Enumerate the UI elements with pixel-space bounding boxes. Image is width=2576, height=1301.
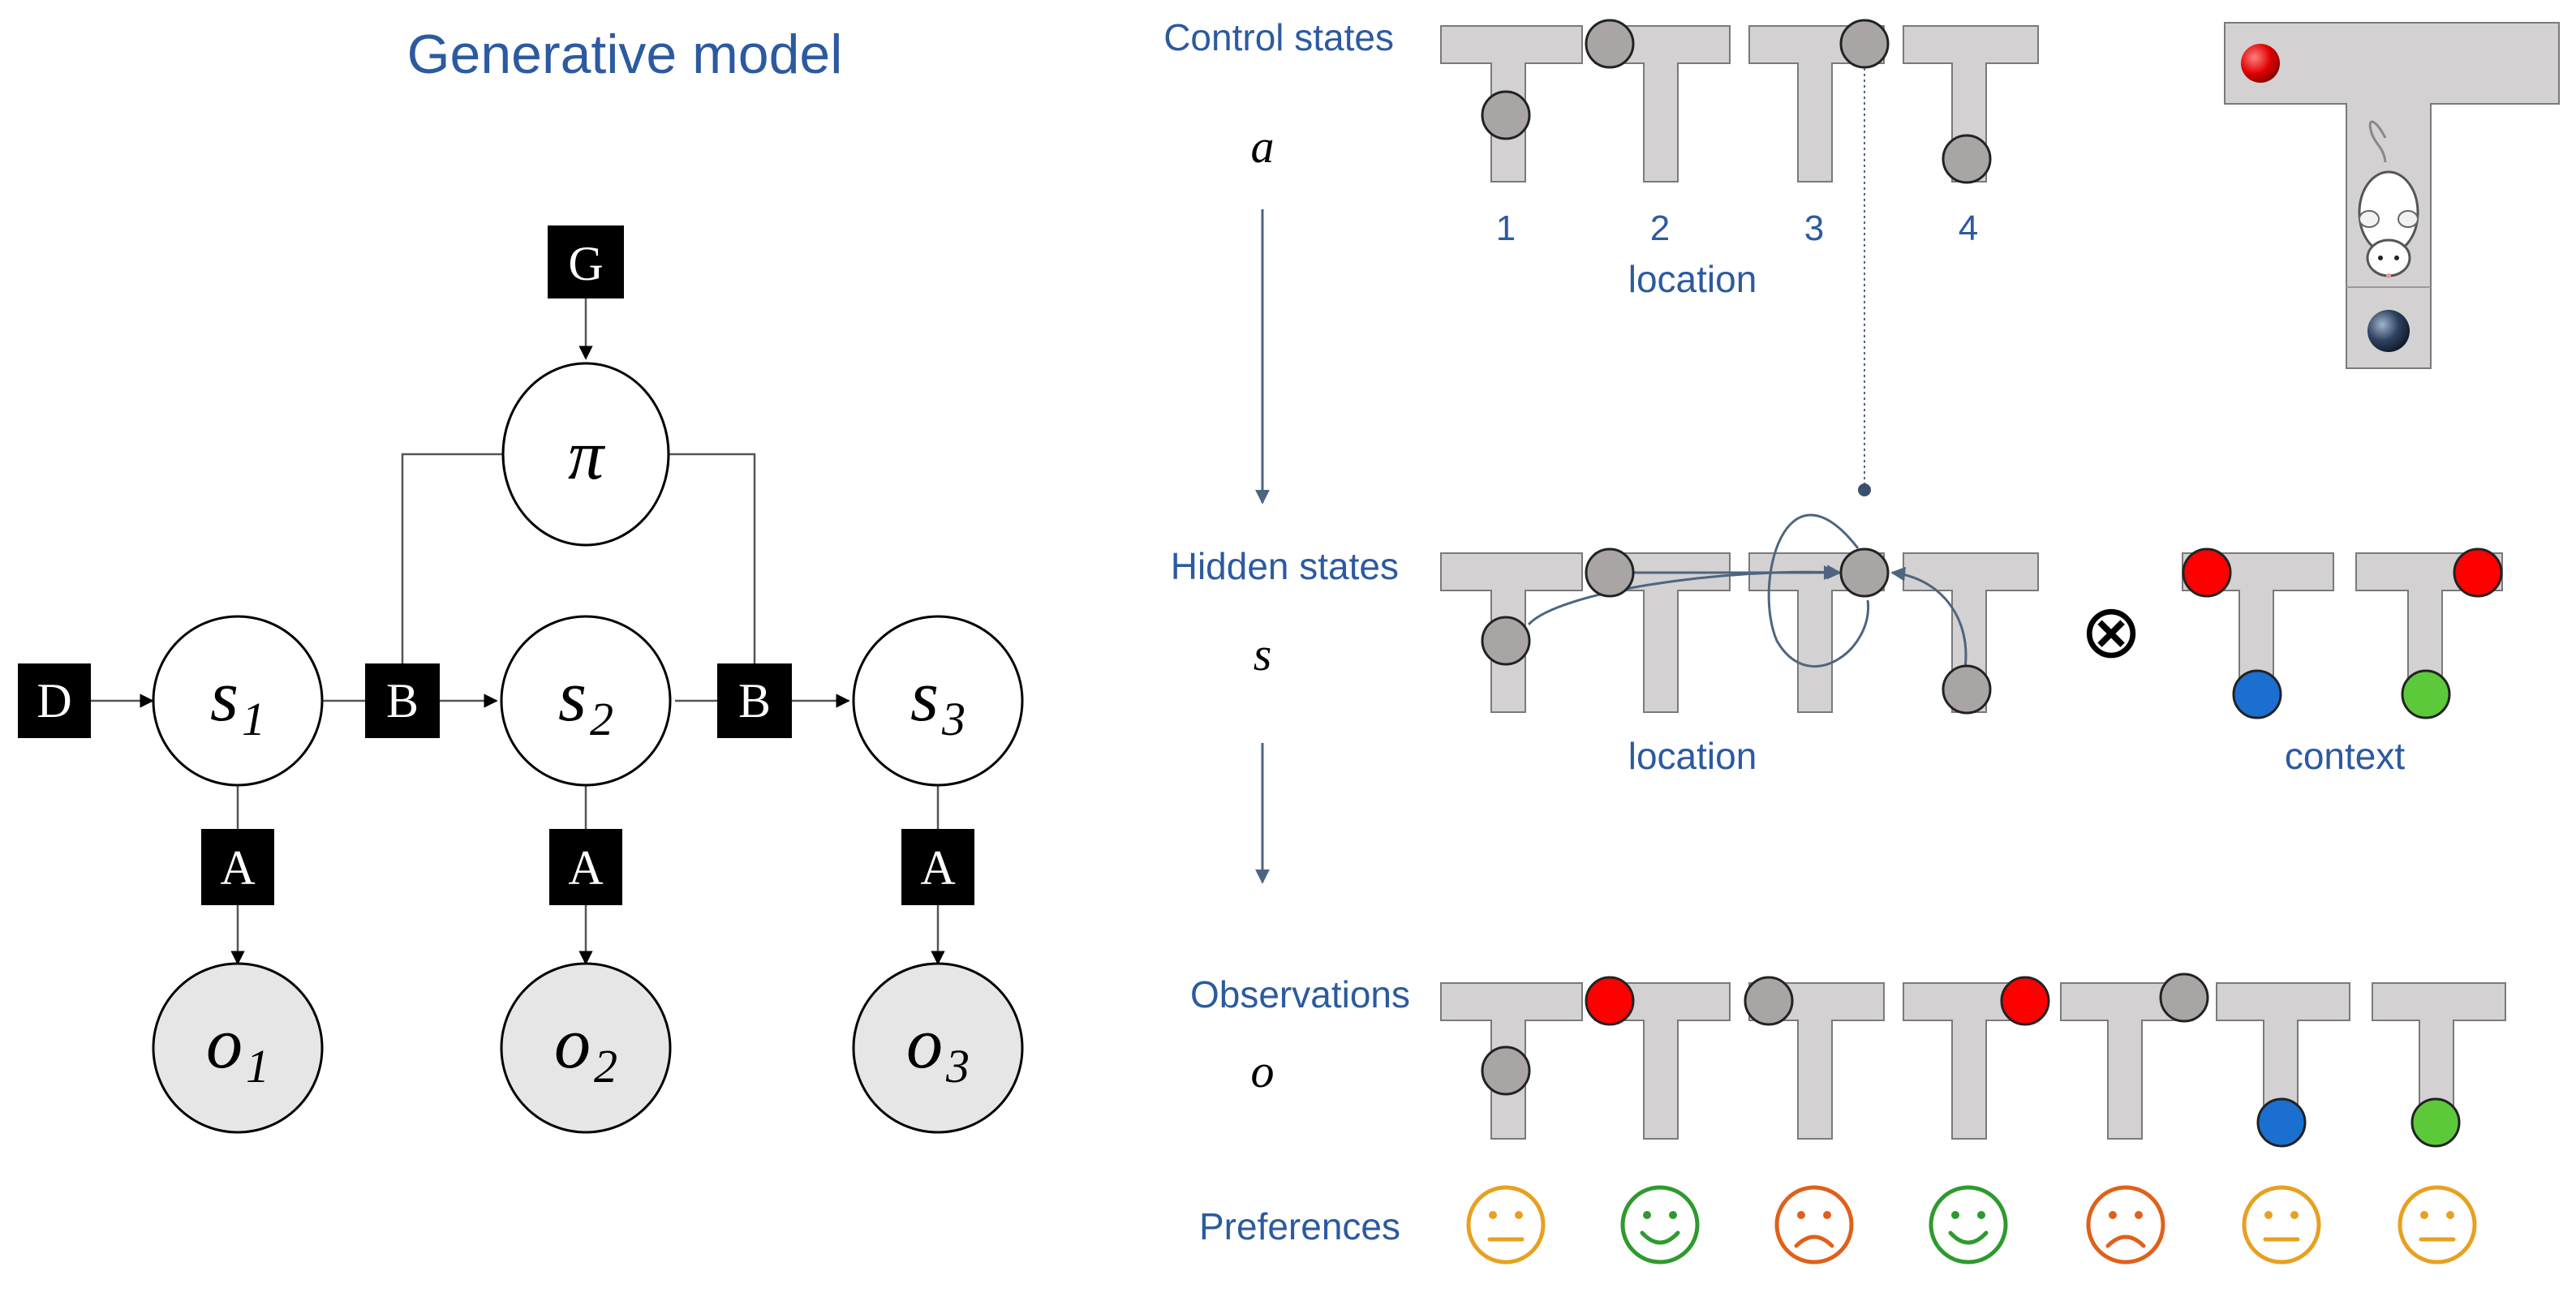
maze-illustration bbox=[2224, 22, 2560, 369]
agent-ball bbox=[1839, 19, 1890, 69]
observation-node-2: o2 bbox=[500, 962, 672, 1134]
factor-g: G bbox=[548, 225, 624, 298]
control-maze-4 bbox=[1903, 25, 2039, 184]
factor-a3: A bbox=[901, 829, 974, 905]
state-node-3: s3 bbox=[852, 615, 1024, 787]
factor-b1: B bbox=[365, 663, 440, 738]
factor-a2: A bbox=[549, 829, 622, 905]
location-number-2: 2 bbox=[1650, 208, 1670, 248]
control-states-label: Control states bbox=[1163, 16, 1394, 58]
red-ball bbox=[2182, 547, 2232, 598]
agent-ball bbox=[1585, 19, 1635, 69]
state-node-1-label: s1 bbox=[210, 656, 265, 745]
hidden-states-label: Hidden states bbox=[1171, 545, 1399, 587]
face-neutral-icon bbox=[1466, 1185, 1546, 1265]
factor-a1: A bbox=[201, 829, 274, 905]
hidden-state-mazes: location ⊗ context bbox=[1440, 513, 2503, 777]
policy-node: π bbox=[501, 362, 670, 547]
state-node-2: s2 bbox=[500, 615, 672, 787]
face-happy-icon bbox=[1929, 1185, 2008, 1265]
observation-mazes bbox=[1440, 973, 2506, 1148]
observation-maze-3 bbox=[1744, 976, 1885, 1140]
location-number-1: 1 bbox=[1496, 208, 1516, 248]
self-loop-arrow bbox=[1767, 513, 1869, 668]
face-neutral-icon bbox=[2242, 1185, 2321, 1265]
preference-faces bbox=[1466, 1185, 2477, 1265]
left-panel: Generative model G bbox=[18, 24, 1024, 1134]
edge-pi-b1 bbox=[401, 453, 506, 663]
state-node-2-label: s2 bbox=[558, 656, 613, 745]
context-maze-left bbox=[2182, 547, 2334, 719]
red-ball bbox=[2453, 547, 2503, 598]
mouse-icon bbox=[2358, 120, 2419, 278]
agent-ball-loc1 bbox=[1481, 616, 1531, 666]
observation-maze-6 bbox=[2216, 982, 2350, 1148]
observation-maze-4 bbox=[1903, 976, 2050, 1140]
hidden-maze-4 bbox=[1903, 552, 2039, 713]
red-reward-ball bbox=[2241, 44, 2280, 83]
face-happy-icon bbox=[1620, 1185, 1700, 1265]
factor-b2: B bbox=[717, 663, 792, 738]
transition-arrow-4 bbox=[1890, 566, 1967, 669]
control-location-label: location bbox=[1628, 258, 1757, 300]
tensor-product-symbol: ⊗ bbox=[2079, 590, 2142, 673]
control-maze-3 bbox=[1748, 19, 1890, 182]
location-number-3: 3 bbox=[1804, 208, 1824, 248]
green-ball bbox=[2401, 669, 2451, 719]
hidden-location-label: location bbox=[1628, 735, 1757, 777]
observation-maze-1 bbox=[1440, 982, 1583, 1140]
context-label: context bbox=[2285, 735, 2406, 777]
observation-node-3-label: o3 bbox=[906, 1003, 970, 1093]
state-node-3-label: s3 bbox=[910, 656, 965, 745]
edge-pi-b2 bbox=[665, 453, 756, 663]
observation-node-1: o1 bbox=[152, 962, 324, 1134]
agent-ball bbox=[1942, 134, 1992, 184]
observation-symbol-o: o bbox=[1251, 1045, 1275, 1097]
agent-ball-loc3 bbox=[1839, 547, 1890, 598]
face-sad-icon bbox=[1774, 1185, 1854, 1265]
factor-a2-label: A bbox=[568, 841, 603, 895]
preferences-label: Preferences bbox=[1199, 1205, 1400, 1247]
factor-a3-label: A bbox=[920, 841, 955, 895]
control-symbol-a: a bbox=[1251, 120, 1275, 173]
factor-a1-label: A bbox=[220, 841, 255, 895]
control-state-mazes: 1 2 3 4 location bbox=[1440, 19, 2039, 300]
observation-node-3: o3 bbox=[852, 962, 1024, 1134]
factor-b1-label: B bbox=[386, 674, 419, 728]
face-neutral-icon bbox=[2398, 1185, 2477, 1265]
agent-ball-loc4 bbox=[1942, 664, 1992, 715]
agent-ball bbox=[1481, 90, 1531, 140]
right-panel: Control states a Hidden states s Observa… bbox=[1163, 16, 2560, 1265]
observation-node-1-label: o1 bbox=[206, 1003, 269, 1093]
observation-maze-7 bbox=[2372, 982, 2506, 1148]
factor-g-label: G bbox=[568, 237, 603, 290]
factor-d: D bbox=[18, 663, 91, 738]
policy-node-label: π bbox=[568, 416, 606, 495]
blue-ball bbox=[2232, 669, 2282, 719]
generative-model-title: Generative model bbox=[407, 24, 843, 85]
dotted-link-end bbox=[1858, 483, 1871, 496]
observations-label: Observations bbox=[1190, 973, 1410, 1015]
graph-edges bbox=[89, 294, 945, 965]
agent-ball-loc2 bbox=[1585, 547, 1635, 598]
observation-maze-2 bbox=[1585, 976, 1731, 1140]
control-maze-2 bbox=[1585, 19, 1731, 182]
factor-b2-label: B bbox=[738, 674, 771, 728]
context-maze-right bbox=[2355, 547, 2503, 719]
location-number-4: 4 bbox=[1959, 208, 1978, 248]
control-maze-1 bbox=[1440, 25, 1583, 182]
factor-d-label: D bbox=[37, 674, 71, 728]
observation-node-2-label: o2 bbox=[554, 1003, 617, 1093]
observation-maze-5 bbox=[2060, 973, 2209, 1140]
dark-cue-ball bbox=[2367, 310, 2410, 352]
state-node-1: s1 bbox=[152, 615, 324, 787]
face-sad-icon bbox=[2086, 1185, 2165, 1265]
hidden-symbol-s: s bbox=[1254, 628, 1272, 681]
